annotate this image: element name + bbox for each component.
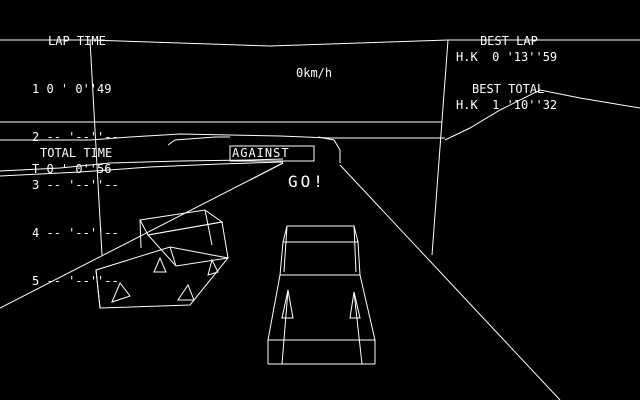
lap-time-title: LAP TIME [48, 34, 106, 48]
lap-time: -- '--''-- [46, 226, 119, 240]
lap-number: 5 [32, 274, 40, 288]
lap-number: 1 [32, 82, 40, 96]
against-sign-text: AGAINST [232, 146, 290, 160]
lap-time-list: 1 0 ' 0''49 2 -- '--''-- 3 -- '--''-- 4 … [32, 49, 119, 321]
rival-car [95, 209, 229, 309]
lap-time: -- '--''-- [46, 130, 119, 144]
lap-number: 4 [32, 226, 40, 240]
total-time-title: TOTAL TIME [40, 146, 113, 160]
lap-time: -- '--''-- [46, 178, 119, 192]
sign-frame [167, 136, 341, 163]
start-message: GO! [288, 172, 326, 191]
against-sign [229, 145, 315, 162]
lap-number: 2 [32, 130, 40, 144]
lap-row: 5 -- '--''-- [32, 273, 119, 289]
lap-row: 1 0 ' 0''49 [32, 81, 119, 97]
lap-time: 0 ' 0''49 [46, 82, 112, 96]
best-lap-value: H.K 0 '13''59 [456, 50, 558, 64]
lap-row: 3 -- '--''-- [32, 177, 119, 193]
total-time-value: T 0 ' 0''56 [32, 162, 112, 176]
road [0, 162, 561, 400]
start-gate [0, 39, 640, 256]
best-total-value: H.K 1 '10''32 [456, 98, 558, 112]
lap-time: -- '--''-- [46, 274, 119, 288]
lap-number: 3 [32, 178, 40, 192]
best-total-title: BEST TOTAL [472, 82, 545, 96]
lap-row: 4 -- '--''-- [32, 225, 119, 241]
lap-row: 2 -- '--''-- [32, 129, 119, 145]
speedometer: 0km/h [296, 66, 333, 80]
best-lap-title: BEST LAP [480, 34, 538, 48]
player-car [267, 225, 376, 365]
